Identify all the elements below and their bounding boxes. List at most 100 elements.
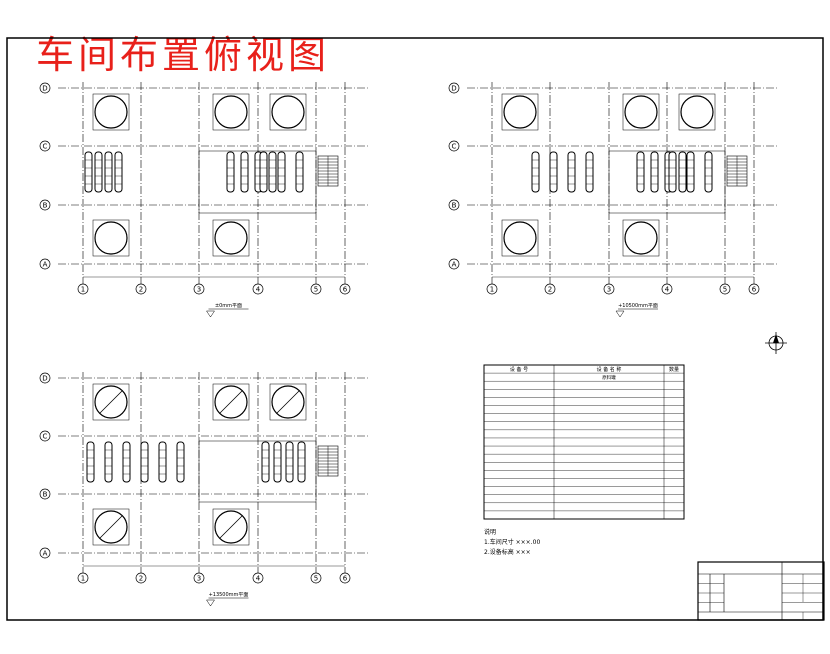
tank-frame: [501, 219, 539, 257]
axis-bubble: [748, 283, 760, 295]
notes-line-1: 1.车间尺寸 ×××.00: [484, 539, 541, 546]
tank-frame: [269, 383, 307, 421]
axis-bubble: [193, 283, 205, 295]
col-label: 5: [314, 575, 318, 583]
tank-diagonal: [276, 390, 300, 414]
col-label: 1: [81, 575, 85, 583]
notes-line-2: 2.设备标高 ×××: [484, 549, 531, 556]
column-vessel: [273, 441, 282, 483]
platform-outline: [198, 440, 317, 503]
level-mark: [206, 310, 215, 318]
tank-circle: [624, 221, 658, 255]
tank-circle: [94, 95, 128, 129]
axis-bubble: [339, 572, 351, 584]
column-vessel: [94, 151, 103, 193]
axis-bubble: [39, 82, 51, 94]
tank-circle: [214, 95, 248, 129]
col-label: 5: [723, 286, 727, 294]
tank-frame: [212, 383, 250, 421]
col-label: 2: [548, 286, 552, 294]
axis-bubble: [448, 140, 460, 152]
title-block-border: [697, 561, 825, 621]
col-label: 3: [197, 575, 201, 583]
row-label: C: [452, 143, 457, 151]
tank-frame: [92, 508, 130, 546]
drawing-title: 车间布置俯视图: [36, 33, 331, 77]
axis-bubble: [39, 140, 51, 152]
tank-frame: [212, 508, 250, 546]
column-vessel: [104, 151, 113, 193]
tank-diagonal: [219, 390, 243, 414]
column-vessel: [104, 441, 113, 483]
tank-frame: [212, 219, 250, 257]
platform-outline: [608, 150, 726, 214]
tank-circle: [503, 95, 537, 129]
tank-frame: [212, 93, 250, 131]
col-label: 3: [197, 286, 201, 294]
column-vessel: [567, 151, 576, 193]
table-cell: 原料罐: [602, 374, 616, 381]
notes-heading: 说明: [484, 529, 497, 536]
tank-frame: [92, 383, 130, 421]
table-header-cell: 设 备 名 称: [597, 366, 622, 373]
axis-bubble: [39, 372, 51, 384]
column-vessel: [549, 151, 558, 193]
row-label: B: [43, 202, 48, 210]
column-vessel: [277, 151, 286, 193]
col-label: 4: [665, 286, 670, 294]
column-vessel: [140, 441, 149, 483]
column-vessel: [122, 441, 131, 483]
view-caption: +10500mm平面: [618, 303, 658, 309]
axis-bubble: [77, 283, 89, 295]
axis-bubble: [719, 283, 731, 295]
axis-bubble: [39, 488, 51, 500]
tank-frame: [622, 219, 660, 257]
axis-bubble: [448, 258, 460, 270]
drawing-border: [6, 37, 824, 621]
col-label: 6: [752, 286, 757, 294]
column-vessel: [297, 441, 306, 483]
col-label: 2: [139, 286, 143, 294]
col-label: 2: [139, 575, 143, 583]
axis-bubble: [39, 199, 51, 211]
axis-bubble: [661, 283, 673, 295]
col-label: 1: [490, 286, 494, 294]
table-border: [483, 364, 685, 520]
row-label: D: [42, 375, 47, 383]
column-vessel: [295, 151, 304, 193]
row-label: D: [42, 85, 47, 93]
table-header-cell: 设 备 号: [510, 366, 528, 373]
row-label: B: [43, 491, 48, 499]
row-label: C: [43, 143, 48, 151]
table-header-cell: 数量: [669, 366, 679, 373]
tank-frame: [269, 93, 307, 131]
axis-bubble: [448, 82, 460, 94]
column-vessel: [176, 441, 185, 483]
column-vessel: [240, 151, 249, 193]
platform-outline: [198, 150, 317, 214]
axis-bubble: [603, 283, 615, 295]
axis-bubble: [39, 430, 51, 442]
row-label: B: [452, 202, 457, 210]
level-mark: [206, 599, 215, 607]
axis-bubble: [486, 283, 498, 295]
row-label: D: [451, 85, 456, 93]
north-arrow-icon: [765, 332, 787, 354]
tank-circle: [214, 221, 248, 255]
row-label: A: [43, 550, 48, 558]
axis-bubble: [310, 572, 322, 584]
view-caption: +13500mm平面: [209, 592, 249, 598]
view-caption: ±0mm平面: [215, 303, 242, 309]
tank-circle: [680, 95, 714, 129]
tank-diagonal: [99, 390, 123, 414]
tank-frame: [92, 93, 130, 131]
axis-bubble: [77, 572, 89, 584]
tank-circle: [503, 221, 537, 255]
column-vessel: [226, 151, 235, 193]
row-label: A: [452, 261, 457, 269]
row-label: C: [43, 433, 48, 441]
tank-frame: [501, 93, 539, 131]
